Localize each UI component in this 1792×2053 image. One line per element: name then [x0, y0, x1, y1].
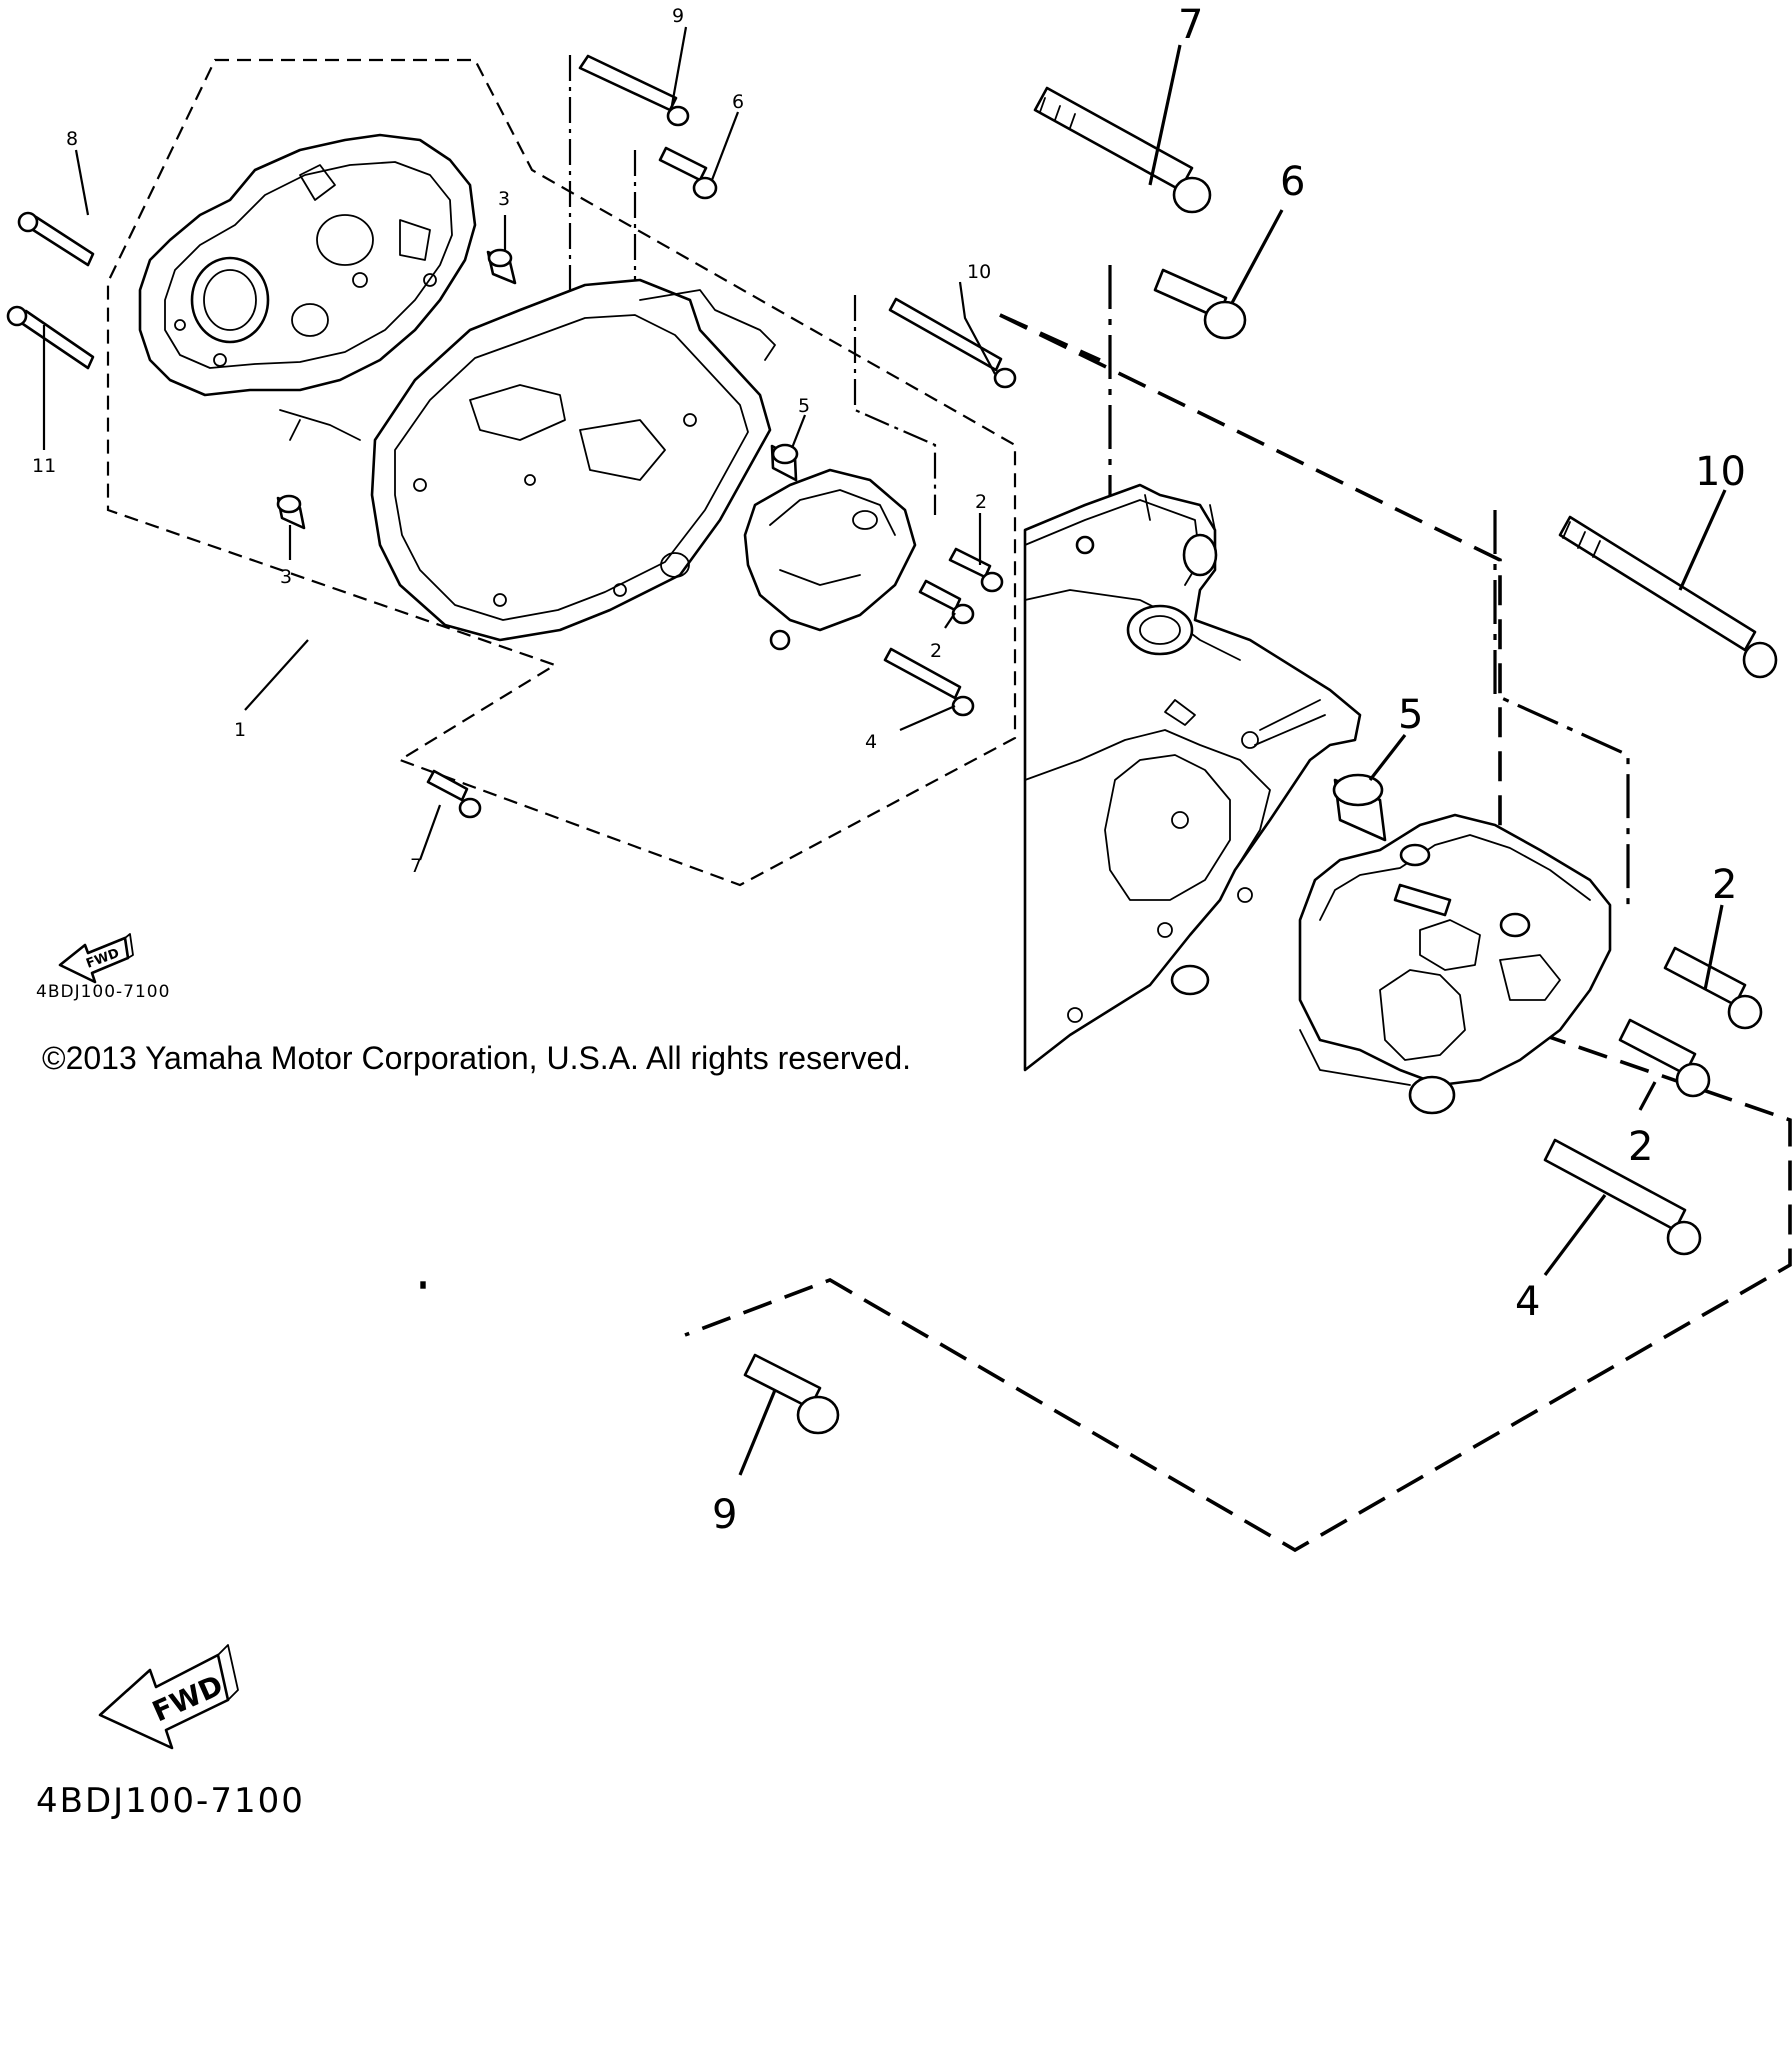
callout-6-small: 6: [732, 91, 744, 113]
part-code-small: 4BDJ100-7100: [36, 982, 171, 1002]
callout-4-small: 4: [865, 731, 877, 753]
callout-3-small-upper: 3: [498, 188, 510, 210]
callout-4-large: 4: [1515, 1279, 1540, 1325]
part-code-large: 4BDJ100-7100: [36, 1781, 305, 1821]
callout-5-small: 5: [798, 395, 810, 417]
callout-8-small: 8: [66, 128, 78, 150]
crankcase-cover-small: [743, 468, 917, 651]
callout-2-large-lower: 2: [1628, 1124, 1653, 1170]
callout-10-small: 10: [967, 261, 991, 283]
callout-7-large: 9: [712, 1492, 737, 1538]
fwd-arrow-small: FWD: [58, 933, 134, 984]
callout-1-small: 1: [234, 719, 246, 741]
large-exploded-view: 7 6 10 5 2 2 4 9 FWD: [98, 2, 1792, 1750]
large-crankcase-cover: [1298, 813, 1612, 1115]
copyright-notice: ©2013 Yamaha Motor Corporation, U.S.A. A…: [42, 1040, 912, 1076]
small-exploded-view: 9 6 8 3 10 5 11 2 3 2 1 4 7 FWD: [6, 5, 1017, 984]
callout-11-small: 11: [32, 455, 56, 477]
callout-9-large: 7: [1178, 2, 1203, 48]
callout-3-small-lower: 3: [280, 566, 292, 588]
callout-5-large: 5: [1398, 692, 1423, 738]
small-fasteners: [6, 54, 1017, 819]
callout-6-large: 6: [1280, 159, 1305, 205]
large-crankcase-half: [1023, 483, 1362, 1072]
large-callout-numbers: 7 6 10 5 2 2 4 9: [712, 2, 1746, 1538]
fwd-arrow-large: FWD: [98, 1644, 239, 1750]
callout-10-large: 10: [1695, 449, 1746, 495]
right-crankcase-half: [370, 278, 776, 642]
small-leader-lines: [42, 26, 996, 861]
large-leader-lines: [738, 44, 1727, 1476]
small-callout-numbers: 9 6 8 3 10 5 11 2 3 2 1 4 7: [32, 5, 991, 877]
callout-9-small: 9: [672, 5, 684, 27]
left-crankcase-half: [138, 133, 477, 441]
callout-2-large-upper: 2: [1712, 862, 1737, 908]
callout-7-small: 7: [410, 855, 422, 877]
large-fasteners: [743, 86, 1778, 1435]
callout-2-small-lower: 2: [930, 640, 942, 662]
callout-2-small-upper: 2: [975, 491, 987, 513]
